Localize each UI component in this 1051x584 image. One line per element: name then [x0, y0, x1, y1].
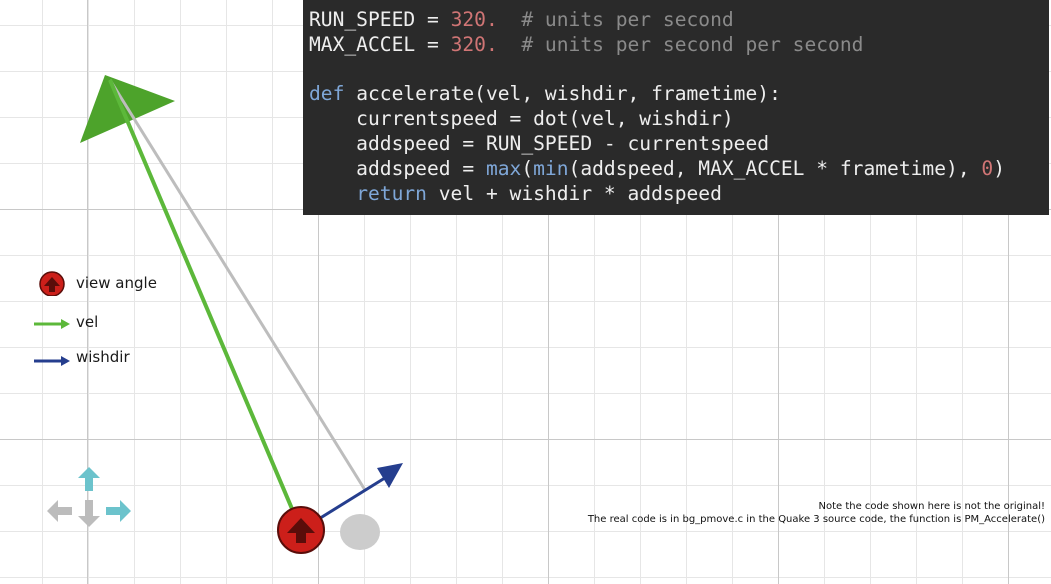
code-token: currentspeed = dot(vel, wishdir): [309, 107, 734, 131]
code-token: vel + wishdir * addspeed: [426, 181, 722, 205]
code-token: min: [533, 156, 569, 180]
code-token: addspeed =: [309, 156, 486, 180]
code-line: MAX_ACCEL = 320. # units per second per …: [309, 33, 1049, 58]
ghost-player: [340, 514, 380, 550]
code-token: ): [993, 156, 1006, 180]
code-token: RUN_SPEED =: [309, 8, 451, 31]
key-right-icon: [106, 500, 131, 522]
code-token: 320.: [450, 32, 498, 56]
code-line: def accelerate(vel, wishdir, frametime):: [309, 82, 1049, 107]
code-token: # units per second per second: [497, 32, 864, 56]
code-token: addspeed = RUN_SPEED - currentspeed: [309, 131, 770, 155]
key-down-icon: [78, 500, 100, 527]
legend-label-wishdir: wishdir: [76, 348, 130, 366]
code-line: addspeed = RUN_SPEED - currentspeed: [309, 132, 1049, 157]
previous-view-line: [108, 79, 367, 491]
grid-major-vertical: [318, 0, 319, 584]
code-line: RUN_SPEED = 320. # units per second: [309, 8, 1049, 33]
key-up-icon: [78, 467, 100, 491]
green-arrow-icon: [34, 319, 70, 329]
note-line-1: Note the code shown here is not the orig…: [818, 501, 1045, 512]
blue-arrow-icon: [34, 356, 70, 366]
code-token: max: [485, 156, 522, 180]
code-token: MAX_ACCEL =: [309, 32, 451, 56]
key-left-icon: [47, 500, 72, 522]
code-line: [309, 58, 1049, 83]
legend-item-wishdir: wishdir: [32, 344, 130, 370]
code-token: (addspeed, MAX_ACCEL * frametime),: [568, 156, 982, 180]
source-note: Note the code shown here is not the orig…: [588, 500, 1045, 526]
code-token: [309, 182, 356, 205]
legend-item-vel: vel: [32, 309, 98, 335]
code-token: return: [356, 181, 427, 205]
vel-vector: [108, 79, 303, 531]
wishdir-arrowhead: [377, 463, 403, 488]
code-line: return vel + wishdir * addspeed: [309, 182, 1049, 207]
grid-major-vertical: [548, 0, 549, 584]
code-line: addspeed = max(min(addspeed, MAX_ACCEL *…: [309, 157, 1049, 182]
grid-major-vertical: [1008, 0, 1009, 584]
code-token: 0: [981, 156, 994, 180]
arrow-keys-icon: [47, 467, 131, 527]
code-token: (: [521, 156, 534, 180]
code-token: # units per second: [497, 8, 734, 31]
legend-item-view-angle: view angle: [32, 270, 157, 296]
legend-label-view-angle: view angle: [76, 274, 157, 292]
code-line: currentspeed = dot(vel, wishdir): [309, 107, 1049, 132]
code-token: 320.: [450, 8, 498, 31]
grid-major-vertical: [778, 0, 779, 584]
grid-major-horizontal: [0, 439, 1051, 440]
code-token: accelerate(vel, wishdir, frametime):: [356, 82, 781, 106]
legend-label-vel: vel: [76, 313, 99, 331]
player-view-icon: [39, 271, 65, 296]
grid-major-vertical: [87, 0, 88, 584]
note-line-2: The real code is in bg_pmove.c in the Qu…: [587, 514, 1045, 525]
player: [277, 506, 325, 554]
code-token: def: [309, 82, 357, 106]
